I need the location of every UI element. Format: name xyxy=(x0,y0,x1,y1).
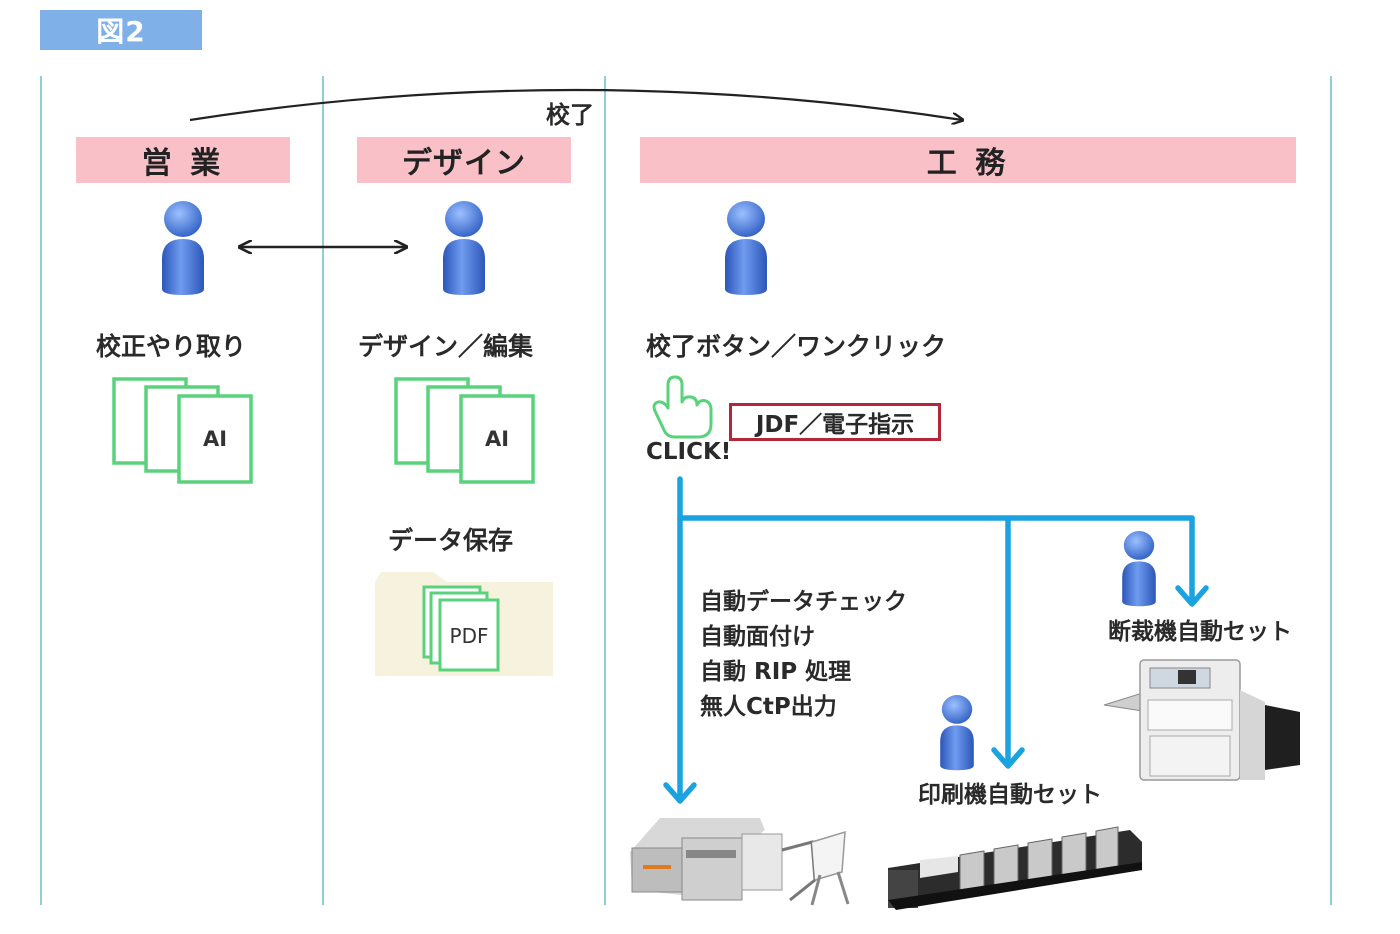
caption-production: 校了ボタン／ワンクリック xyxy=(646,332,947,361)
flow-arrows xyxy=(663,476,1209,804)
caption-design: デザイン／編集 xyxy=(358,332,534,361)
person-icon xyxy=(162,201,204,295)
paper-cutter-icon xyxy=(1103,659,1300,781)
document-label-ai: AI xyxy=(203,427,227,451)
document-stack-icon xyxy=(112,377,253,484)
process-step: 無人CtP出力 xyxy=(700,694,837,720)
jdf-instruction-badge: JDF／電子指示 xyxy=(729,403,941,441)
caption-data-save: データ保存 xyxy=(388,526,514,555)
document-label-ai: AI xyxy=(485,427,509,451)
person-icon xyxy=(443,201,485,295)
process-step: 自動面付け xyxy=(700,624,815,650)
process-step: 自動データチェック xyxy=(700,589,907,615)
folder-icon xyxy=(375,572,553,676)
hand-pointer-icon xyxy=(652,375,713,439)
header-design: デザイン xyxy=(357,137,571,183)
approval-label: 校了 xyxy=(546,101,594,129)
header-sales: 営 業 xyxy=(76,137,290,183)
output-cutter-label: 断裁機自動セット xyxy=(1108,619,1292,645)
ctp-machine-icon xyxy=(630,818,850,906)
output-press-label: 印刷機自動セット xyxy=(918,782,1102,808)
header-production: 工 務 xyxy=(640,137,1296,183)
column-dividers xyxy=(40,76,1332,905)
document-label-pdf: PDF xyxy=(450,624,489,648)
person-icon xyxy=(940,695,974,771)
printing-press-icon xyxy=(888,826,1142,910)
person-icon xyxy=(725,201,767,295)
document-stack-icon xyxy=(394,377,535,484)
approval-curve-arrow xyxy=(189,88,962,120)
person-icon xyxy=(1122,531,1156,607)
process-step: 自動 RIP 処理 xyxy=(700,659,852,685)
figure-label: 図2 xyxy=(40,10,202,50)
caption-sales: 校正やり取り xyxy=(96,332,247,361)
click-label: CLICK! xyxy=(646,439,732,465)
process-steps: 自動データチェック 自動面付け 自動 RIP 処理 無人CtP出力 xyxy=(700,585,907,725)
